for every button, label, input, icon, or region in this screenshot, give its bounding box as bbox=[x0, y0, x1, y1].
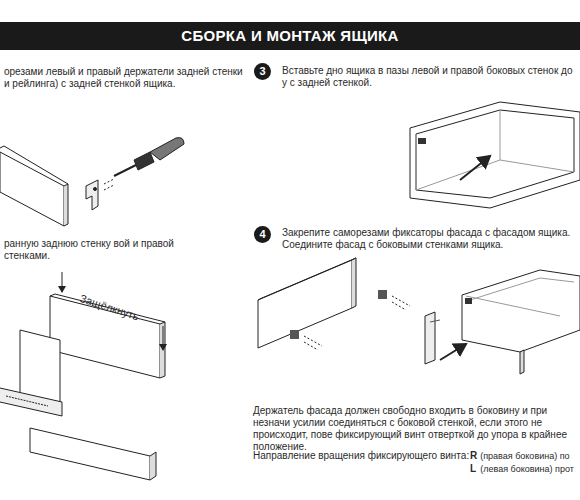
instruction-text: Вставьте дно ящика в пазы левой и правой… bbox=[282, 65, 574, 89]
direction-letter: R bbox=[470, 450, 477, 462]
instruction-text: Закрепите саморезами фиксаторы фасада с … bbox=[282, 227, 574, 251]
instruction-text: орезами левый и правый держатели задней … bbox=[4, 66, 249, 90]
callout-number: 3 bbox=[259, 65, 265, 77]
note-text: Держатель фасада должен свободно входить… bbox=[253, 405, 576, 453]
instruction-text: ранную заднюю стенку вой и правой стенка… bbox=[4, 238, 179, 262]
callout-number: 4 bbox=[259, 228, 265, 240]
note-text: (правая боковина) по bbox=[480, 450, 569, 462]
step-number: 3 bbox=[254, 63, 271, 80]
step-number: 4 bbox=[254, 226, 271, 243]
title-text: СБОРКА И МОНТАЖ ЯЩИКА bbox=[0, 22, 580, 50]
note-text: (левая боковина) прот bbox=[480, 463, 574, 475]
direction-letter: L bbox=[470, 463, 476, 475]
note-text: Направление вращения фиксирующего винта: bbox=[253, 450, 469, 462]
